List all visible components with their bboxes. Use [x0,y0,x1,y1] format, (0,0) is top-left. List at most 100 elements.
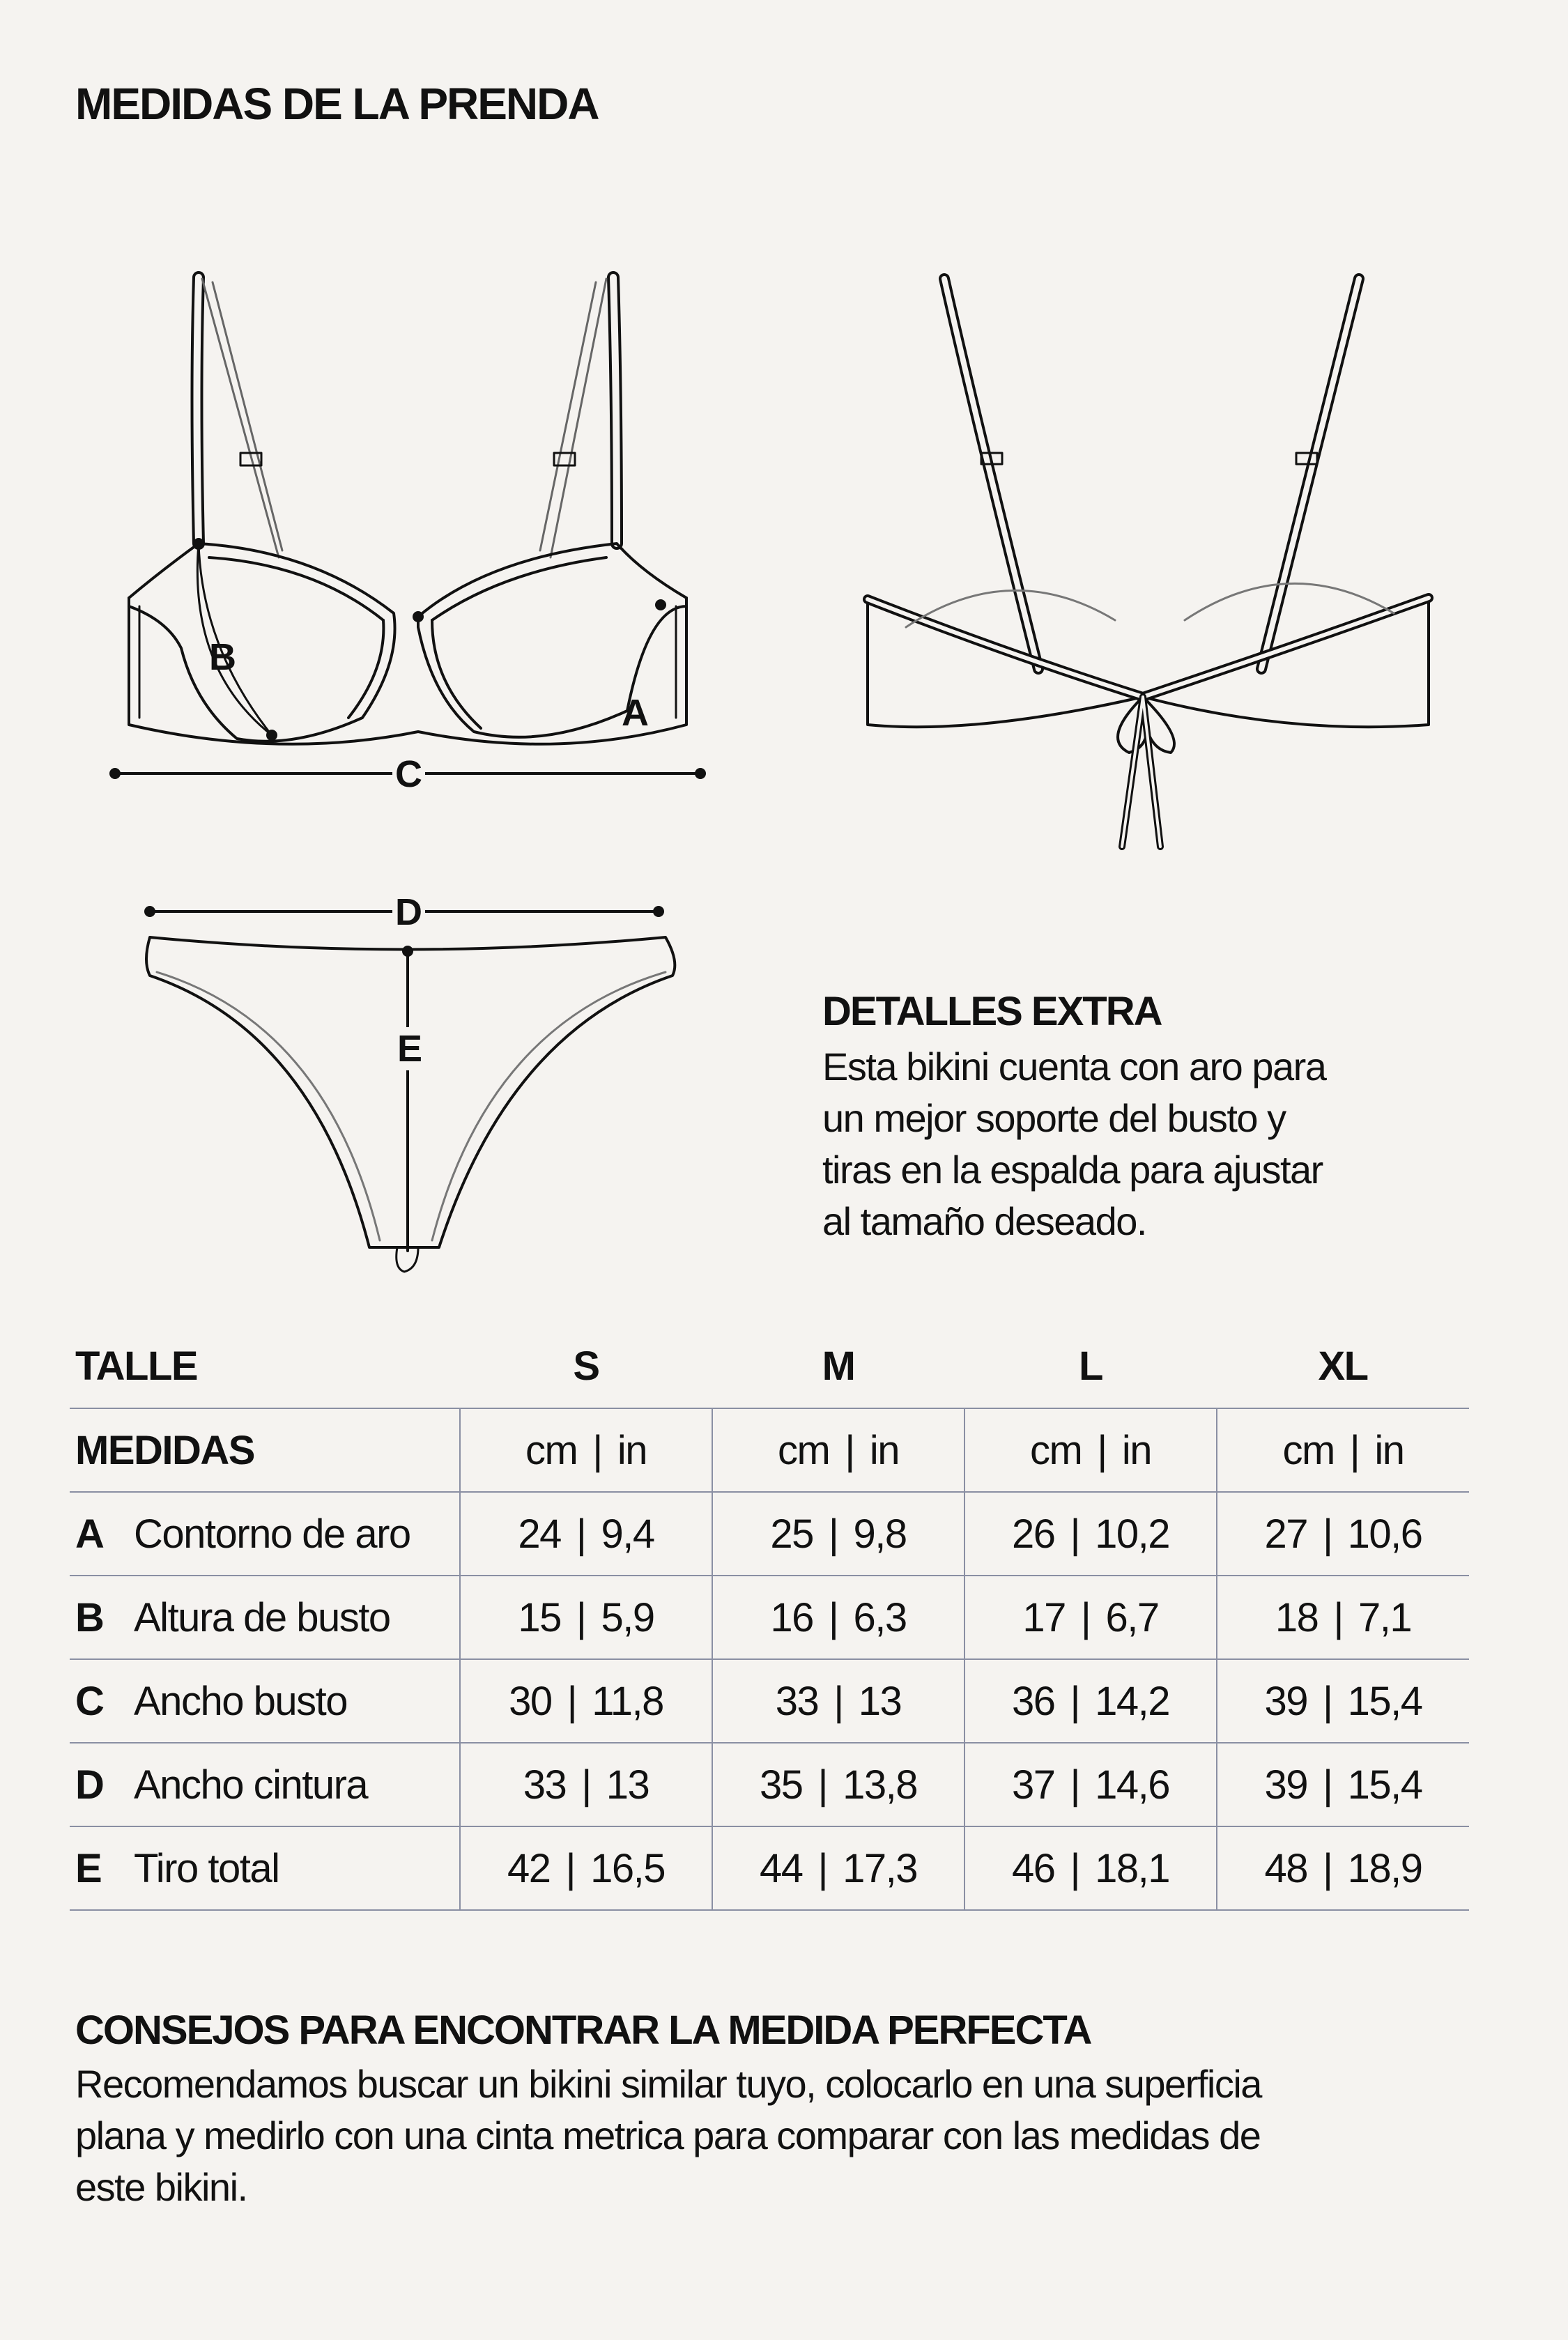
value-separator: | [567,1678,578,1724]
value-separator: | [1070,1762,1081,1808]
value-separator: | [833,1678,844,1724]
value-in: 14,6 [1095,1762,1170,1808]
tips-text: Recomendamos buscar un bikini similar tu… [75,2058,1469,2213]
unit-in: in [1121,1427,1153,1473]
value-separator: | [1323,1762,1333,1808]
measurement-value-cell: 18|7,1 [1216,1576,1469,1660]
value-cm: 16 [770,1594,814,1640]
measurement-letter: A [75,1511,105,1557]
talle-heading: TALLE [70,1324,460,1409]
measurement-value-cell: 36|14,2 [964,1659,1217,1744]
measurement-value-cell: 15|5,9 [459,1576,712,1660]
label-a: A [622,692,649,734]
value-separator: | [1070,1845,1081,1891]
value-cm: 39 [1264,1678,1309,1724]
value-cm: 37 [1012,1762,1056,1808]
value-separator: | [817,1762,829,1808]
unit-cm: cm [525,1427,578,1473]
value-in: 9,8 [853,1511,907,1557]
value-separator: | [1323,1678,1333,1724]
value-separator: | [565,1845,576,1891]
tips-title: CONSEJOS PARA ENCONTRAR LA MEDIDA PERFEC… [75,2008,1092,2053]
unit-cm: cm [1282,1427,1335,1473]
unit-separator: | [1097,1427,1107,1473]
unit-in: in [617,1427,648,1473]
value-separator: | [828,1511,839,1557]
measurement-value-cell: 16 | 6,3 [712,1576,964,1660]
value-separator: | [1323,1845,1333,1891]
unit-cell: cm|in [712,1408,964,1493]
value-cm: 39 [1264,1762,1309,1808]
bra-front-drawing [128,271,688,746]
size-heading: S [460,1324,712,1409]
label-b: B [209,636,236,678]
value-in: 16,5 [590,1845,666,1891]
measurement-value-cell: 44 | 17,3 [712,1826,964,1911]
extra-line: Esta bikini cuenta con aro para [822,1045,1327,1088]
value-in: 15,4 [1347,1762,1423,1808]
measurement-letter: C [75,1678,105,1724]
value-cm: 18 [1275,1594,1319,1640]
value-cm: 25 [770,1511,814,1557]
value-cm: 26 [1012,1511,1056,1557]
tips-line: este bikini. [75,2165,248,2209]
measurement-value-cell: 33|13 [712,1659,964,1744]
measurement-value-cell: 48|18,9 [1216,1826,1469,1911]
size-heading: L [964,1324,1217,1409]
measurement-name: Contorno de aro [134,1511,411,1557]
measurement-value-cell: 39 | 15,4 [1216,1743,1469,1827]
bra-back-drawing [863,273,1434,850]
value-in: 9,4 [601,1511,655,1557]
measurement-value-cell: 42|16,5 [459,1826,712,1911]
value-cm: 36 [1012,1678,1056,1724]
measurement-value-cell: 46|18,1 [964,1826,1217,1911]
panty-drawing [145,936,677,1273]
value-separator: | [1080,1594,1091,1640]
label-e: E [394,1027,426,1070]
unit-cell: cm|in [459,1408,712,1493]
value-separator: | [1070,1511,1081,1557]
value-in: 14,2 [1095,1678,1170,1724]
value-separator: | [828,1594,839,1640]
measurement-value-cell: 27|10,6 [1216,1492,1469,1576]
value-separator: | [1333,1594,1344,1640]
measurement-name: Ancho cintura [134,1762,369,1808]
value-in: 6,3 [853,1594,907,1640]
label-c: C [392,753,425,796]
value-in: 13,8 [843,1762,918,1808]
size-heading: XL [1217,1324,1469,1409]
value-cm: 46 [1012,1845,1056,1891]
unit-separator: | [1349,1427,1360,1473]
measurement-value-cell: 17|6,7 [964,1576,1217,1660]
label-d: D [392,891,425,934]
value-cm: 35 [760,1762,804,1808]
value-separator: | [576,1594,587,1640]
value-cm: 24 [518,1511,562,1557]
unit-in: in [869,1427,900,1473]
value-cm: 30 [509,1678,553,1724]
extra-line: tiras en la espalda para ajustar [822,1148,1323,1192]
tips-line: plana y medirlo con una cinta metrica pa… [75,2114,1261,2157]
value-cm: 44 [760,1845,804,1891]
value-in: 17,3 [843,1845,918,1891]
value-cm: 15 [518,1594,562,1640]
value-separator: | [817,1845,829,1891]
measurement-value-cell: 26|10,2 [964,1492,1217,1576]
extra-line: al tamaño deseado. [822,1199,1147,1243]
value-cm: 48 [1264,1845,1309,1891]
measurement-value-cell: 33|13 [459,1743,712,1827]
measurement-value-cell: 35 | 13,8 [712,1743,964,1827]
extra-details-text: Esta bikini cuenta con aro para un mejor… [822,1041,1450,1247]
measurement-value-cell: 25 | 9,8 [712,1492,964,1576]
measurement-letter: E [75,1845,102,1891]
size-header-row: TALLE S M L XL [70,1324,1469,1409]
